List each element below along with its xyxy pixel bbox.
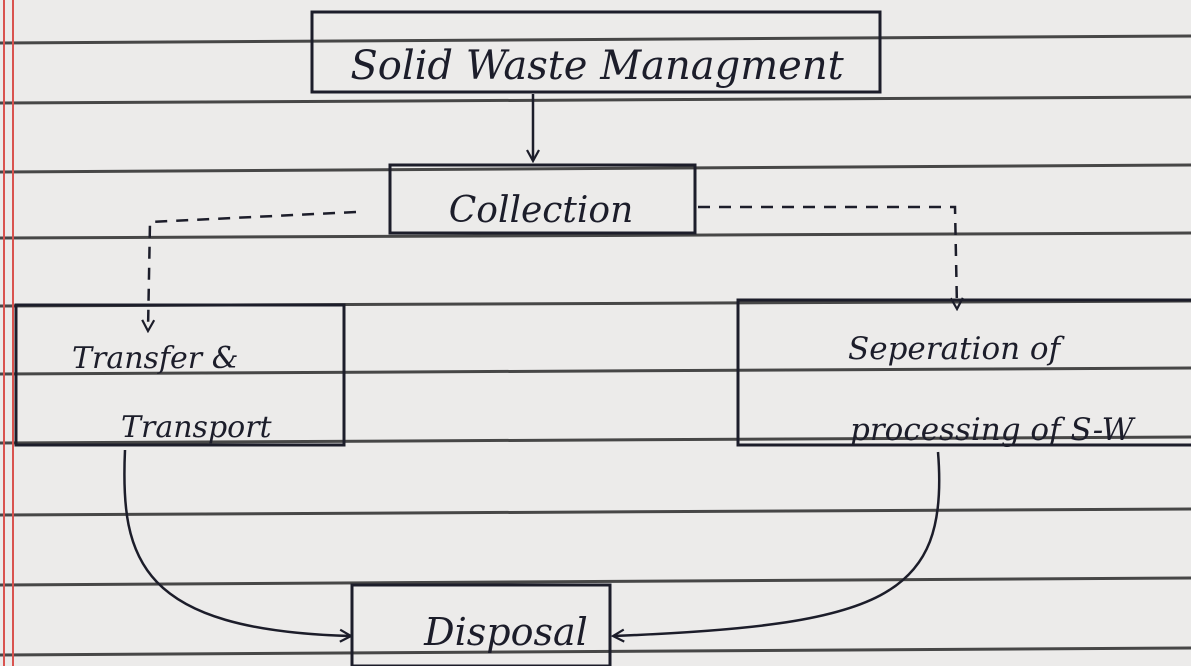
diagram-boxes	[14, 10, 1191, 666]
connectors	[123, 94, 957, 636]
separation-box	[736, 298, 1191, 447]
separation-to-disposal-curve	[614, 451, 941, 636]
transfer-label-line1: Transfer &	[72, 341, 238, 376]
root-box	[310, 10, 882, 94]
collection-to-transfer-dashed	[148, 210, 357, 330]
transfer-to-disposal-curve	[123, 449, 350, 636]
transfer-box	[14, 303, 346, 447]
collection-to-separation-dashed	[698, 205, 957, 308]
transfer-label-line2: Transport	[121, 410, 273, 445]
disposal-label: Disposal	[423, 610, 588, 654]
disposal-box	[350, 583, 612, 666]
collection-label: Collection	[449, 190, 634, 231]
separation-label-line2: processing of S-W	[850, 412, 1136, 448]
ruled-lines	[0, 34, 1191, 657]
root-label: Solid Waste Managment	[350, 43, 844, 89]
separation-label-line1: Seperation of	[848, 331, 1066, 367]
collection-box	[388, 163, 697, 235]
margin-lines	[3, 0, 14, 666]
